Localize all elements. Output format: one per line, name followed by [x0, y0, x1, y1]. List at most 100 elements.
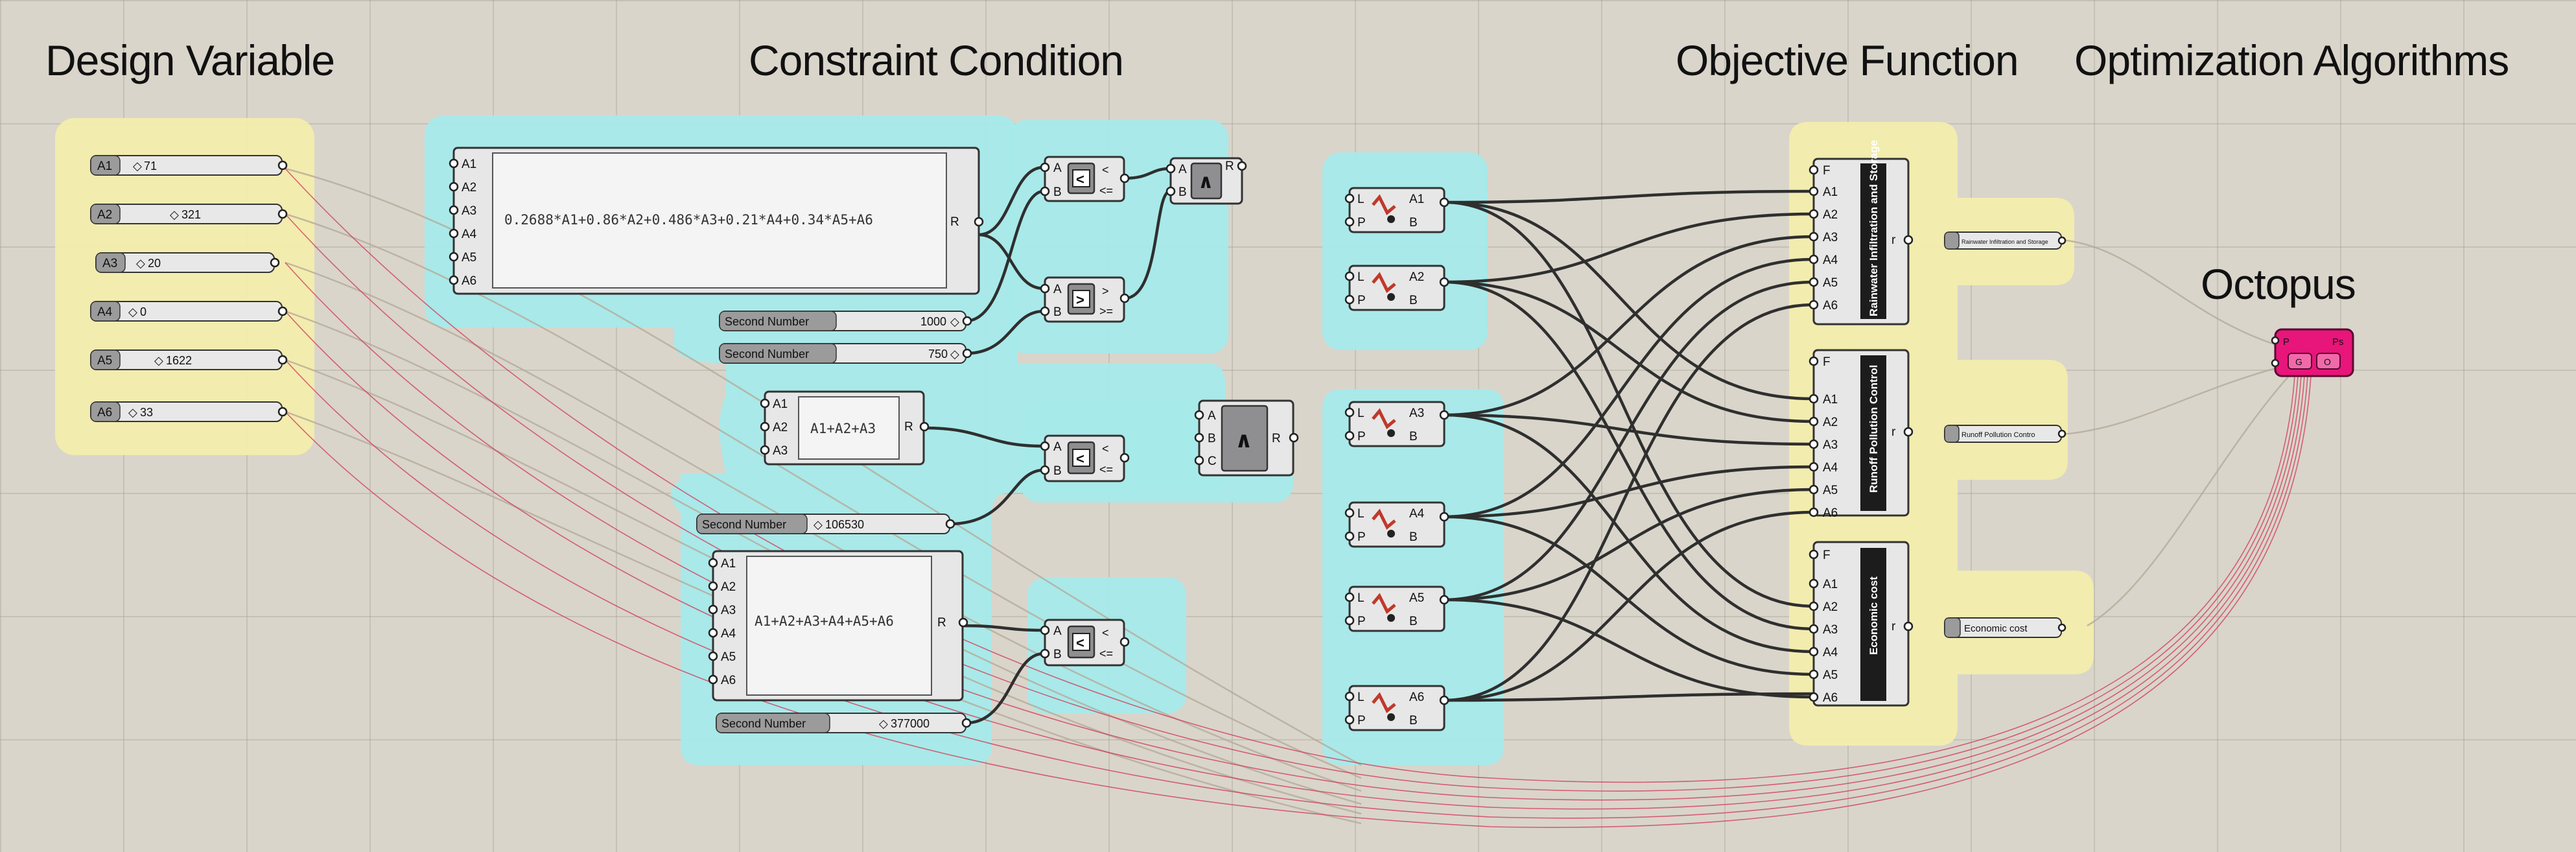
svg-text:◇: ◇: [950, 348, 959, 361]
expression-weighted[interactable]: A1 A2 A3 A4 A5 A6 0.2688*A1+0.86*A2+0.48…: [449, 147, 984, 295]
wire-750: [965, 309, 1044, 355]
comparison-less-1[interactable]: A B < < <=: [1040, 156, 1130, 202]
objective-node-runoff[interactable]: F A1 A2 A3 A4 A5 A6 Runoff Pollution Con…: [1809, 349, 1914, 520]
eval-group-bottom: [1322, 389, 1504, 765]
svg-text:A2: A2: [721, 580, 736, 594]
octopus-title: Octopus: [2201, 260, 2356, 308]
svg-text:A6: A6: [462, 274, 476, 288]
comparison-less-2[interactable]: A B < < <=: [1040, 434, 1130, 482]
evaluate-node-A5[interactable]: L P A5 B: [1344, 586, 1449, 632]
objective-panel-economic[interactable]: Economic cost: [1944, 617, 2067, 638]
slider-tag: A2: [97, 208, 112, 222]
svg-text:P: P: [1357, 714, 1366, 728]
slider-A6[interactable]: A6 ◇ 33: [90, 401, 288, 422]
svg-text:A3: A3: [1823, 438, 1838, 452]
wire-1000: [965, 189, 1044, 323]
wire-lt-and: [1124, 167, 1171, 180]
svg-text:P: P: [1357, 216, 1366, 230]
evaluate-node-A2[interactable]: L P A2 B: [1344, 265, 1449, 311]
svg-text:A4: A4: [1823, 254, 1838, 267]
evaluate-node-A1[interactable]: L P A1 B: [1344, 187, 1449, 233]
svg-text:L: L: [1357, 270, 1364, 284]
objective-panel-runoff[interactable]: Runoff Pollution Contro: [1944, 425, 2067, 443]
svg-text:B: B: [1178, 185, 1187, 199]
svg-text:A: A: [1053, 161, 1062, 175]
logical-and-1[interactable]: A B ∧ R: [1165, 157, 1247, 205]
svg-text:A6: A6: [1823, 691, 1838, 705]
svg-text:Economic cost: Economic cost: [1964, 623, 2028, 634]
wire-o1-3: [1444, 200, 1814, 608]
svg-text:A4: A4: [462, 228, 477, 241]
wire-expr1-lt: [978, 165, 1044, 237]
svg-text:377000: 377000: [891, 717, 930, 730]
slider-A1[interactable]: A1 ◇ 71: [90, 155, 288, 176]
svg-text:B: B: [1409, 294, 1418, 307]
svg-text:L: L: [1357, 591, 1364, 605]
slider-value: 1622: [166, 354, 192, 367]
wire-expr1-gt: [978, 233, 1044, 290]
svg-text:P: P: [1357, 530, 1366, 544]
svg-text:◇: ◇: [814, 518, 823, 531]
svg-text:A4: A4: [721, 627, 736, 641]
second-number-1000[interactable]: Second Number 1000 ◇: [719, 311, 972, 331]
objective-panel-rainwater[interactable]: Rainwater Infiltration and Storage: [1944, 231, 2067, 250]
expression-sum6[interactable]: A1 A2 A3 A4 A5 A6 A1+A2+A3+A4+A5+A6 R: [708, 550, 968, 702]
second-number-750[interactable]: Second Number 750 ◇: [719, 343, 972, 364]
svg-text:◇: ◇: [170, 208, 179, 221]
slider-A5[interactable]: A5 ◇ 1622: [90, 349, 288, 370]
svg-text:1000: 1000: [920, 315, 946, 328]
slider-A4[interactable]: A4 ◇ 0: [90, 301, 288, 322]
svg-text:B: B: [1053, 305, 1062, 319]
svg-text:◇: ◇: [136, 257, 145, 270]
evaluate-node-A3[interactable]: L P A3 B: [1344, 401, 1449, 447]
svg-text:Ps: Ps: [2332, 337, 2344, 348]
svg-text:G: G: [2295, 357, 2302, 367]
svg-text:◇: ◇: [154, 354, 163, 367]
svg-text:B: B: [1053, 185, 1062, 199]
svg-text:R: R: [937, 616, 946, 630]
svg-text:<=: <=: [1099, 184, 1113, 197]
svg-text:F: F: [1823, 549, 1831, 562]
svg-text:>: >: [1102, 285, 1109, 298]
svg-text:A3: A3: [1823, 623, 1838, 637]
svg-text:<=: <=: [1099, 647, 1113, 660]
logical-and-2[interactable]: A B C ∧ R: [1194, 399, 1299, 477]
svg-text:A: A: [1178, 163, 1187, 176]
svg-text:◇: ◇: [950, 315, 959, 328]
objective-node-economic[interactable]: F A1 A2 A3 A4 A5 A6 Economic cost r: [1809, 541, 1914, 707]
comparison-less-3[interactable]: A B < < <=: [1040, 619, 1130, 667]
svg-text:F: F: [1823, 355, 1831, 369]
red-wire-1: [285, 168, 2295, 783]
octopus-component[interactable]: P Ps G O: [2271, 328, 2354, 377]
svg-text:O: O: [2324, 357, 2331, 367]
comparison-greater-1[interactable]: A B > > >=: [1040, 276, 1130, 323]
faint-wire-7: [2061, 239, 2295, 351]
evaluate-node-A4[interactable]: L P A4 B: [1344, 501, 1449, 548]
svg-text:A6: A6: [721, 674, 736, 687]
second-number-377000[interactable]: Second Number ◇ 377000: [716, 713, 972, 733]
expression-sum3[interactable]: A1 A2 A3 A1+A2+A3 R: [760, 390, 930, 466]
svg-text:R: R: [1225, 160, 1234, 173]
expression-text: A1+A2+A3: [810, 421, 876, 436]
second-number-106530[interactable]: Second Number ◇ 106530: [696, 514, 955, 534]
svg-text:A2: A2: [773, 421, 788, 434]
wire-o5-2: [1444, 488, 1814, 602]
slider-A2[interactable]: A2 ◇ 321: [90, 204, 288, 224]
svg-text:A3: A3: [1823, 231, 1838, 244]
svg-text:Rainwater Infiltration and Sto: Rainwater Infiltration and Storage: [1961, 239, 2048, 245]
svg-text:A1: A1: [721, 557, 736, 571]
svg-text:A2: A2: [1823, 416, 1838, 429]
objective-node-rainwater[interactable]: F A1 A2 A3 A4 A5 A6 Rainwater Infiltrati…: [1809, 140, 1914, 325]
slider-A3[interactable]: A3 ◇ 20: [95, 252, 280, 273]
evaluate-node-A6[interactable]: L P A6 B: [1344, 685, 1449, 731]
wire-o6-1: [1444, 303, 1814, 702]
svg-text:R: R: [904, 420, 913, 434]
svg-text:∧: ∧: [1235, 427, 1253, 453]
wire-o3-3: [1444, 413, 1814, 654]
svg-text:A: A: [1053, 624, 1062, 638]
svg-text:A5: A5: [1409, 591, 1424, 605]
svg-text:A5: A5: [1823, 669, 1838, 682]
wire-sum6-lt: [962, 624, 1044, 632]
